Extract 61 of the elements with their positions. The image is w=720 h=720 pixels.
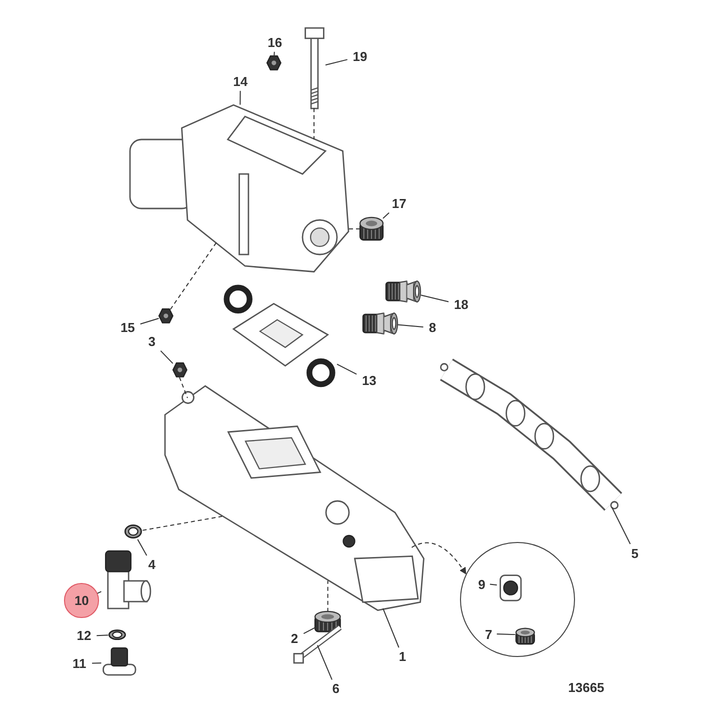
- cap-drawing: [516, 628, 535, 644]
- washer-drawing: [108, 629, 127, 641]
- hose-fitting-drawing: [386, 280, 421, 302]
- bolt-drawing: [302, 28, 326, 108]
- callout-number: 3: [142, 332, 162, 351]
- o-ring-drawing: [124, 524, 143, 540]
- callout-number: 8: [423, 318, 442, 337]
- leader-line: [397, 324, 424, 328]
- leader-line: [274, 51, 275, 57]
- nut-drawing: [266, 56, 281, 70]
- callout-number: 6: [326, 680, 346, 698]
- exhaust-manifold-drawing: [164, 386, 424, 611]
- leader-line: [92, 662, 102, 664]
- leader-line: [303, 627, 316, 634]
- callout-number: 2: [285, 629, 304, 648]
- assembly-line: [170, 242, 217, 310]
- callout-number: 9: [472, 574, 491, 594]
- callout-number: 1: [393, 648, 412, 666]
- fitting-drawing: [498, 572, 524, 602]
- highlighted-callout-number: 10: [64, 583, 99, 618]
- gasket-drawing: [222, 282, 337, 386]
- drawing-number: 13665: [568, 680, 604, 695]
- callout-number: 14: [228, 72, 254, 91]
- assembly-line: [142, 516, 222, 531]
- callout-number: 12: [71, 626, 97, 646]
- plug-drawing: [158, 309, 173, 324]
- leader-line: [489, 584, 498, 586]
- leader-line: [140, 318, 160, 324]
- callout-number: 13: [356, 372, 382, 390]
- callout-number: 5: [626, 544, 644, 562]
- assembly-line: [178, 376, 188, 398]
- leader-line: [496, 633, 516, 636]
- assembly-line: [348, 228, 360, 230]
- cap-drawing: [360, 217, 383, 240]
- callout-number: 16: [262, 33, 288, 52]
- leader-line: [420, 294, 450, 302]
- callout-number: 11: [66, 654, 92, 673]
- callout-number: 4: [142, 556, 162, 574]
- leader-line: [160, 350, 174, 364]
- callout-number: 7: [479, 625, 498, 644]
- leader-line: [96, 591, 102, 594]
- nut-drawing: [172, 363, 186, 378]
- leader-line: [382, 212, 390, 219]
- detail-arrow: [411, 542, 466, 575]
- cap-drawing: [315, 610, 340, 632]
- leader-line: [325, 59, 348, 66]
- callout-number: 17: [386, 194, 412, 213]
- hose-fitting-drawing: [363, 312, 398, 335]
- leader-line: [240, 90, 241, 106]
- exhaust-elbow-drawing: [130, 104, 348, 272]
- leader-line: [336, 364, 358, 375]
- leader-line: [316, 644, 332, 680]
- callout-number: 19: [347, 47, 373, 66]
- callout-number: 18: [448, 296, 474, 314]
- leader-line: [382, 608, 400, 648]
- callout-number: 15: [115, 318, 140, 337]
- leader-line: [96, 634, 109, 636]
- leader-line: [611, 506, 631, 544]
- leader-line: [137, 538, 148, 556]
- drain-plug-drawing: [101, 648, 138, 678]
- assembly-line: [327, 580, 328, 612]
